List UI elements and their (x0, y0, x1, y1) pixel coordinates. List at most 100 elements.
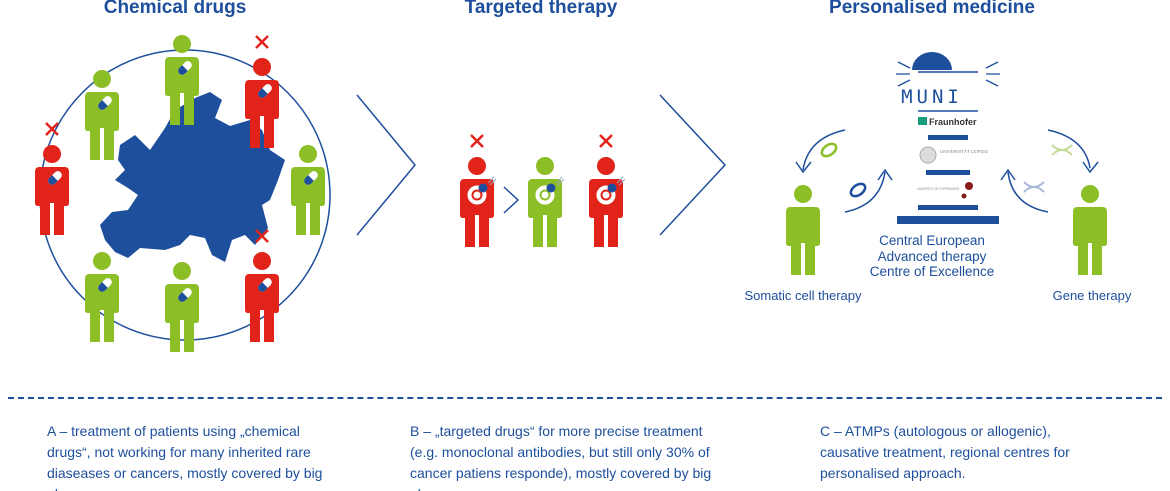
title-targeted-therapy: Targeted therapy (464, 0, 618, 18)
muni-logo: MUNI (901, 86, 963, 108)
leipzig-seal-icon (919, 146, 937, 164)
person-figure (786, 185, 820, 275)
tower-bar (918, 205, 978, 210)
motion-lines-icon (487, 176, 497, 186)
person-head (253, 252, 271, 270)
person-head (597, 157, 615, 175)
person-head (1081, 185, 1099, 203)
person-body (291, 167, 325, 235)
partner-copenhagen: UNIVERSITY OF COPENHAGEN (917, 187, 959, 191)
pill-half (178, 65, 188, 75)
person-head (173, 262, 191, 280)
pill-icon (48, 171, 62, 185)
partner-leipzig: UNIVERSITÄT LEIPZIG (940, 148, 989, 154)
description-c: C – ATMPs (autologous or allogenic), cau… (820, 423, 1070, 481)
centre-name-line: Advanced therapy (877, 248, 987, 264)
person-figure (460, 134, 497, 247)
cell-icon (849, 182, 867, 198)
person-figure (528, 157, 565, 247)
divider (8, 397, 1162, 399)
description-b: B – „targeted drugs“ for more precise tr… (410, 423, 712, 491)
person-body (35, 167, 69, 235)
pill-icon (98, 96, 112, 110)
person-figure (245, 229, 279, 342)
centre-name-line: Central European (879, 233, 985, 248)
title-personalised-medicine: Personalised medicine (829, 0, 1035, 18)
person-body (165, 284, 199, 352)
cross-icon (599, 134, 613, 148)
pill-icon (258, 84, 272, 98)
chevron-right-icon (356, 94, 416, 236)
person-head (253, 58, 271, 76)
person-body (85, 274, 119, 342)
pill-half (48, 175, 58, 185)
motion-lines-icon (555, 176, 565, 186)
pill-icon (98, 278, 112, 292)
person-figure (85, 70, 119, 160)
light-rays-icon (985, 61, 1000, 87)
partner-fraunhofer: Fraunhofer (929, 117, 977, 127)
person-head (299, 145, 317, 163)
motion-lines-icon (616, 176, 626, 186)
pill-icon (178, 61, 192, 75)
cell-icon (820, 142, 838, 158)
tower-bar (928, 135, 968, 140)
person-figure (245, 35, 279, 148)
title-chemical-drugs: Chemical drugs (103, 0, 247, 18)
europe-map-icon (100, 92, 285, 262)
person-head (794, 185, 812, 203)
dna-icon (1051, 144, 1073, 156)
person-figure (85, 252, 119, 342)
target-center (604, 193, 608, 197)
centre-name: Central European Advanced therapy Centre… (870, 233, 995, 280)
person-head (43, 145, 61, 163)
chevron-right-icon (503, 186, 520, 214)
person-figure (35, 122, 69, 235)
person-body (165, 57, 199, 125)
pill-half (98, 282, 108, 292)
arrowhead-icon (877, 168, 893, 181)
cross-icon (45, 122, 59, 136)
pill-icon (304, 171, 318, 185)
person-head (93, 70, 111, 88)
person-head (93, 252, 111, 270)
pill-half (304, 175, 314, 185)
person-figure (165, 262, 199, 352)
person-head (468, 157, 486, 175)
person-body (245, 274, 279, 342)
tower-bar (926, 170, 970, 175)
fraunhofer-logo-icon (918, 117, 927, 125)
chevron-right-icon (659, 94, 727, 236)
label-gene-therapy: Gene therapy (1052, 288, 1132, 303)
pill-half (98, 100, 108, 110)
drug-hit-icon (546, 183, 556, 193)
light-rays-icon (896, 61, 911, 87)
description-a: A – treatment of patients using „chemica… (47, 423, 323, 491)
copenhagen-logo-icon (961, 193, 967, 199)
centre-name-line: Centre of Excellence (869, 264, 995, 279)
arrow-to-patient-icon (802, 129, 846, 171)
tower-base (897, 216, 999, 224)
target-center (543, 193, 547, 197)
arrow-to-centre-icon (844, 171, 886, 213)
pill-icon (258, 278, 272, 292)
copenhagen-logo-icon (965, 182, 973, 190)
arrowhead-icon (795, 161, 812, 174)
pill-half (258, 282, 268, 292)
target-center (475, 193, 479, 197)
person-figure (291, 145, 325, 235)
tower-dome (912, 52, 952, 70)
arrowhead-icon (1000, 168, 1016, 181)
person-head (173, 35, 191, 53)
label-somatic-cell-therapy: Somatic cell therapy (744, 288, 862, 303)
arrow-to-patient-icon (1047, 129, 1091, 169)
person-figure (1073, 185, 1107, 275)
cross-icon (255, 229, 269, 243)
person-body (1073, 207, 1107, 275)
cross-icon (470, 134, 484, 148)
cross-icon (255, 35, 269, 49)
drug-hit-icon (478, 183, 488, 193)
pill-icon (178, 288, 192, 302)
